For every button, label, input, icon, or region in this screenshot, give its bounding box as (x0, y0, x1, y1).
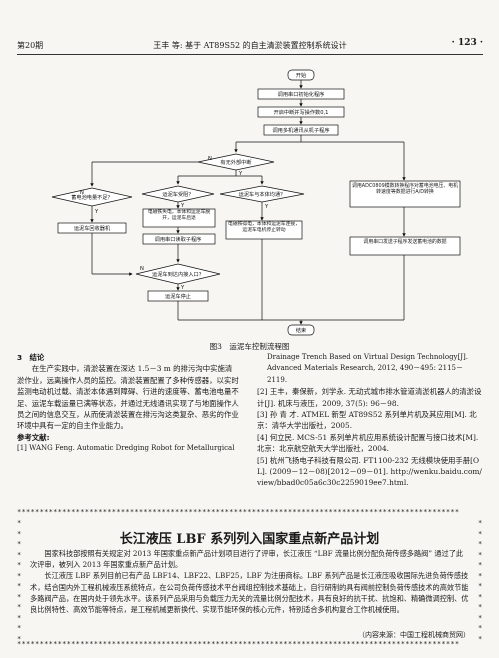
init-label: 调用串口初始化程序 (278, 90, 325, 98)
detach-box (142, 208, 216, 228)
branch-yes-5: Y (180, 285, 185, 291)
news-box-title: 长江液压 LBF 系列列入国家重点新产品计划 (119, 532, 380, 547)
right-column: Drainage Trench Based on Virtual Design … (257, 352, 483, 489)
branch-yes-2: Y (94, 209, 99, 215)
cart-stop-label: 运泥车停止 (165, 292, 191, 300)
serial-send-label: 调用串口发送子程序发送蓄电池的数据 (363, 239, 447, 245)
adc-box (349, 180, 461, 208)
reference-1-continued: Drainage Trench Based on Virtual Design … (267, 353, 469, 384)
reference-1: [1] WANG Feng. Automatic Dredging Robot … (17, 444, 235, 453)
left-column: 3 结论 在生产实践中，清淤装置在深达 1.5－3 m 的排污沟中实施清淤作业，… (17, 352, 239, 455)
branch-no-5: N (140, 266, 144, 272)
header-rule (17, 54, 483, 55)
end-label: 结束 (296, 326, 306, 334)
multitask-label: 调用多机通讯从机子程序 (272, 126, 329, 134)
figure-caption: 图3 运泥车控制流程图 (209, 342, 290, 351)
detach-label: 电磁铁失电，本体和运泥车脱开，运泥车后退 (147, 210, 211, 221)
detect-label: 有无外部中断 (220, 158, 251, 166)
news-paragraph-2: 长江液压 LBF 系列目前已有产品 LBF14、LBF22、LBF25，LBF … (30, 571, 469, 615)
news-source: （内容来源：中国工程机械商贸网） (358, 631, 470, 639)
star-border-right: ************ (478, 519, 483, 643)
news-box-body: 国家科技部按照有关规定对 2013 年国家重点新产品计划项目进行了评审，长江液压… (30, 548, 470, 615)
serial-read-label: 调用串口读取子程序 (155, 235, 202, 243)
references-heading: 参考文献: (17, 432, 50, 442)
branch-yes-3: Y (180, 203, 185, 209)
reference-2: [2] 王丰，秦保新，刘学永. 无动式城市排水管道清淤机器人的清淤设计[J]. … (257, 387, 482, 408)
rejoin-box (225, 220, 303, 240)
adc-label: 调用ADC0809模数转换程序对蓄电池电压、电机转速度等数据进行A/D转换 (351, 183, 459, 196)
end-node (287, 324, 315, 336)
star-border-top: ****************************************… (17, 508, 460, 516)
interrupt-label: 开启中断并写操作数0,1 (274, 108, 329, 116)
star-border-left: ************ (17, 519, 22, 643)
reference-5: [5] 杭州飞扬电子科技有限公司. FT1100-232 无线模块使用手册[OL… (257, 455, 482, 488)
star-border-bottom: ****************************************… (17, 640, 460, 648)
cart-obstacle-label: 运泥车受阻？ (162, 190, 193, 198)
branch-yes-1: Y (238, 171, 243, 177)
conclusion-paragraph: 在生产实践中，清淤装置在深达 1.5－3 m 的排污沟中实施清淤作业，远离操作人… (17, 364, 239, 431)
return-label: 运泥车回收器机 (74, 224, 111, 232)
branch-no-2: N (80, 190, 84, 196)
start-label: 开始 (296, 71, 307, 79)
page-number: · 123 · (451, 38, 483, 48)
section-heading: 3 结论 (17, 353, 45, 362)
entrance-label: 运泥车到达内接入口？ (152, 270, 204, 278)
serial-read-box (142, 233, 216, 245)
cart-body-label: 运泥车与本体均通？ (239, 190, 286, 198)
reference-4: [4] 何立民. MCS-51 系列单片机应用系统设计配置与接口技术[M]. 北… (257, 432, 479, 454)
serial-send-box (349, 236, 461, 256)
branch-no-1: N (208, 156, 212, 162)
issue-number: 第20期 (17, 41, 44, 50)
news-paragraph-1: 国家科技部按照有关规定对 2013 年国家重点新产品计划项目进行了评审，长江液压… (30, 549, 464, 570)
battery-label: 蓄电池电量不足？ (71, 193, 113, 201)
rejoin-label: 电磁铁得电，本体和运泥车连接，运泥车电机停止转动 (228, 222, 300, 233)
reference-3: [3] 孙 青 才. ATMEL 新型 AT89S52 系列单片机及其应用[M]… (257, 410, 477, 431)
branch-yes-4: Y (264, 204, 269, 210)
running-title: 王丰 等: 基于 AT89S52 的自主清淤装置控制系统设计 (153, 41, 347, 50)
page-header: 第20期 王丰 等: 基于 AT89S52 的自主清淤装置控制系统设计 · 12… (17, 38, 483, 52)
flowchart: 开始 调用串口初始化程序 开启中断并写操作数0,1 调用多机通讯从机子程序 有无… (51, 69, 461, 336)
